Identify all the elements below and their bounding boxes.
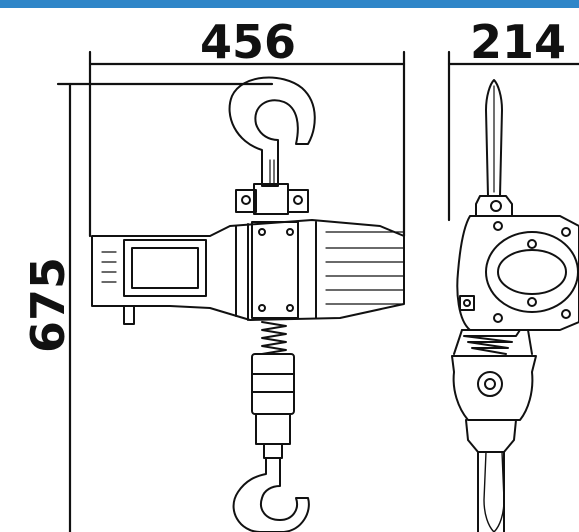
height-dimension-line: [56, 82, 274, 532]
front-view-drawing: [91, 76, 405, 532]
bottom-hook-icon: [232, 457, 310, 532]
depth-dimension-label: 214: [470, 15, 566, 69]
side-view-drawing: [451, 79, 579, 532]
side-spring: [453, 329, 533, 355]
lower-hook-block: [251, 353, 295, 459]
motor-housing: [91, 219, 405, 325]
side-lower-block: [451, 355, 537, 532]
top-hook-icon: [228, 76, 316, 187]
header-bar: [0, 0, 579, 8]
upper-hook-block: [235, 183, 309, 215]
height-dimension-label: 675: [21, 257, 75, 353]
side-body: [456, 195, 579, 331]
side-top-hook-icon: [485, 79, 503, 197]
width-dimension-label: 456: [200, 15, 296, 69]
load-chain-spring: [261, 321, 287, 355]
depth-dimension-line: [447, 50, 579, 222]
width-dimension-line: [88, 50, 406, 238]
